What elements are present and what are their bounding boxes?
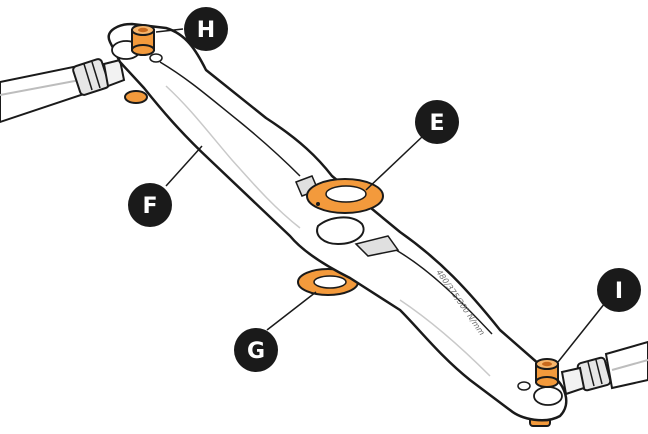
lower-left-nut bbox=[124, 90, 148, 104]
callout-i: I bbox=[597, 268, 641, 312]
callout-e-label: E bbox=[429, 111, 444, 136]
callout-g: G bbox=[234, 328, 278, 372]
callout-h-label: H bbox=[197, 18, 215, 43]
callout-i-label: I bbox=[615, 279, 623, 304]
bracket-arm: 480/375/300 N/mm bbox=[107, 22, 568, 422]
leader-lines bbox=[155, 28, 606, 363]
callout-h: H bbox=[184, 7, 228, 51]
bolt-h bbox=[131, 24, 155, 56]
washer-e bbox=[306, 178, 384, 214]
callout-f: F bbox=[128, 183, 172, 227]
callout-e: E bbox=[415, 100, 459, 144]
left-rod bbox=[0, 58, 126, 124]
callout-g-label: G bbox=[247, 339, 265, 364]
right-rod bbox=[560, 340, 648, 396]
callout-f-label: F bbox=[142, 194, 157, 219]
bolt-i bbox=[535, 358, 559, 388]
